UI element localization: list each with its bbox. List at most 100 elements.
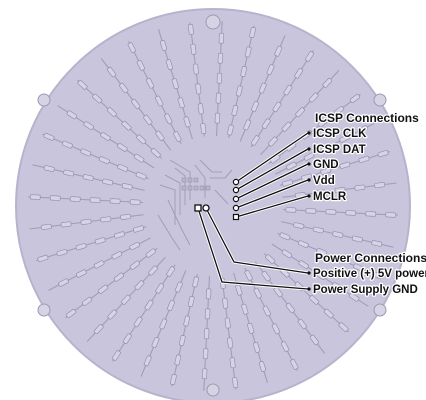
led-footprint bbox=[133, 153, 145, 163]
led-footprint bbox=[235, 85, 243, 97]
led-footprint bbox=[293, 222, 305, 229]
led-footprint bbox=[120, 213, 132, 220]
led-footprint bbox=[339, 161, 351, 169]
led-footprint bbox=[217, 52, 224, 64]
led-footprint bbox=[235, 284, 243, 296]
led-footprint bbox=[201, 368, 208, 380]
led-trace bbox=[250, 50, 314, 148]
icsp-pad bbox=[232, 186, 240, 194]
led-trace bbox=[65, 247, 158, 319]
led-footprint bbox=[338, 322, 349, 332]
led-footprint bbox=[204, 308, 211, 320]
led-footprint bbox=[297, 318, 307, 330]
mounting-hole bbox=[373, 93, 387, 107]
led-trace bbox=[77, 79, 163, 159]
led-footprint bbox=[358, 155, 370, 163]
power-pad bbox=[202, 204, 210, 212]
led-footprint bbox=[113, 272, 125, 282]
led-footprint bbox=[231, 105, 239, 116]
led-footprint bbox=[155, 283, 165, 294]
led-footprint bbox=[117, 164, 129, 172]
led-footprint bbox=[261, 271, 271, 282]
led-footprint bbox=[80, 148, 92, 157]
led-footprint bbox=[312, 226, 324, 234]
led-footprint bbox=[339, 134, 351, 143]
led-footprint bbox=[98, 156, 110, 165]
icsp-pad-square bbox=[232, 213, 240, 221]
led-footprint bbox=[63, 169, 75, 177]
led-footprint bbox=[377, 150, 389, 158]
led-footprint bbox=[244, 270, 253, 281]
led-footprint bbox=[294, 68, 304, 79]
led-footprint bbox=[309, 334, 319, 346]
led-trace bbox=[282, 208, 398, 216]
led-footprint bbox=[136, 134, 147, 145]
mounting-hole bbox=[373, 303, 387, 317]
led-trace bbox=[171, 274, 198, 387]
microcontroller-area bbox=[157, 159, 233, 251]
led-footprint bbox=[281, 249, 293, 259]
led-footprint bbox=[183, 116, 191, 128]
led-footprint bbox=[265, 254, 276, 264]
led-footprint bbox=[102, 178, 114, 186]
led-footprint bbox=[135, 171, 147, 180]
led-footprint bbox=[178, 335, 186, 346]
leader-dot bbox=[307, 194, 311, 198]
led-footprint bbox=[145, 248, 156, 258]
led-footprint bbox=[279, 232, 291, 241]
led-footprint bbox=[197, 103, 204, 115]
leader-line bbox=[235, 195, 309, 218]
led-footprint bbox=[274, 45, 283, 57]
led-footprint bbox=[83, 121, 94, 131]
icsp-leader-lines bbox=[235, 131, 309, 219]
led-trace bbox=[228, 25, 255, 138]
led-footprint bbox=[111, 350, 121, 361]
led-footprint bbox=[109, 198, 121, 204]
led-footprint bbox=[192, 276, 199, 288]
led-footprint bbox=[218, 32, 225, 44]
led-footprint bbox=[285, 302, 295, 314]
led-footprint bbox=[232, 377, 239, 388]
power-label-positive: Positive (+) 5V power bbox=[313, 268, 426, 280]
led-footprint bbox=[143, 355, 152, 367]
led-footprint bbox=[166, 266, 176, 277]
icsp-label-dat: ICSP DAT bbox=[313, 144, 366, 156]
power-heading: Power Connections bbox=[315, 251, 426, 265]
led-footprint bbox=[113, 231, 125, 239]
leader-dot bbox=[307, 178, 311, 182]
icsp-label-mclr: MCLR bbox=[313, 191, 347, 203]
icsp-label-vdd: Vdd bbox=[313, 175, 335, 187]
led-footprint bbox=[60, 221, 72, 228]
leader-line bbox=[205, 207, 309, 274]
leader-line bbox=[235, 163, 309, 200]
led-footprint bbox=[322, 77, 333, 88]
led-footprint bbox=[203, 328, 210, 340]
led-footprint bbox=[247, 322, 255, 334]
led-footprint bbox=[273, 286, 283, 298]
mounting-hole bbox=[37, 303, 51, 317]
led-trace bbox=[189, 22, 205, 137]
led-footprint bbox=[106, 107, 117, 117]
led-footprint bbox=[385, 212, 397, 218]
led-footprint bbox=[170, 374, 177, 385]
led-footprint bbox=[240, 66, 248, 77]
led-footprint bbox=[345, 210, 357, 216]
led-footprint bbox=[357, 125, 368, 134]
led-footprint bbox=[365, 211, 377, 217]
led-footprint bbox=[165, 59, 173, 71]
led-footprint bbox=[93, 324, 104, 335]
led-footprint bbox=[222, 297, 229, 309]
led-footprint bbox=[133, 316, 143, 328]
led-footprint bbox=[251, 101, 259, 112]
led-footprint bbox=[129, 260, 141, 270]
led-footprint bbox=[192, 63, 199, 75]
icsp-pads bbox=[232, 178, 240, 221]
led-footprint bbox=[81, 296, 93, 306]
led-footprint bbox=[353, 263, 364, 272]
led-footprint bbox=[174, 281, 183, 293]
led-footprint bbox=[159, 40, 168, 51]
icsp-pad bbox=[232, 178, 240, 186]
led-trace bbox=[263, 253, 349, 333]
led-footprint bbox=[295, 107, 305, 118]
leader-dot bbox=[307, 271, 311, 275]
